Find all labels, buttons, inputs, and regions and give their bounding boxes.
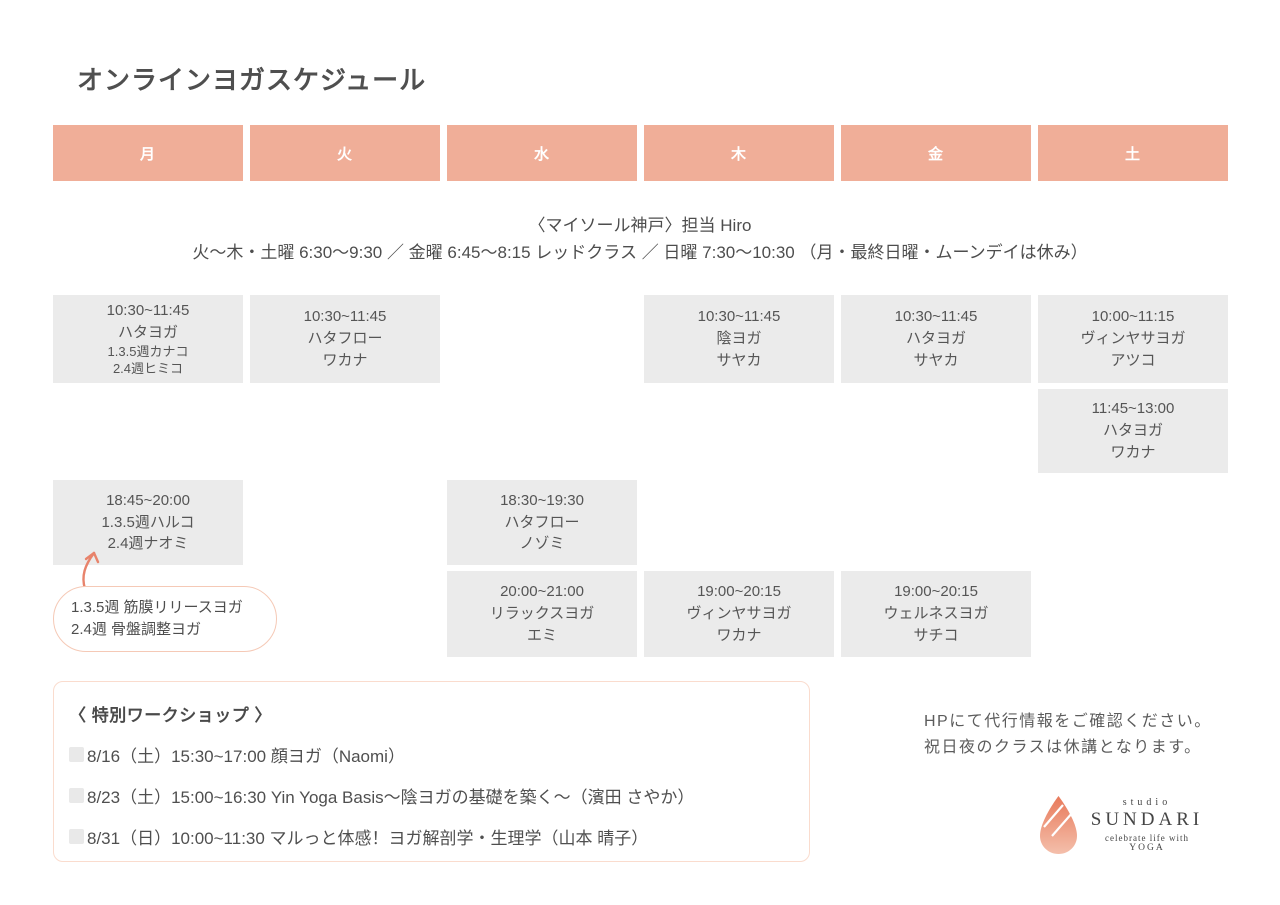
class-teacher: 2.4週ナオミ [107, 535, 189, 553]
class-name: ハタフロー [307, 330, 383, 348]
class-card-fri-morning: 10:30~11:45 ハタヨガ サヤカ [841, 295, 1031, 383]
day-header-wed: 水 [447, 125, 637, 181]
class-teacher: 2.4週ヒミコ [112, 360, 184, 376]
class-teacher: サチコ [913, 626, 959, 644]
class-card-tue-morning: 10:30~11:45 ハタフロー ワカナ [250, 295, 440, 383]
workshop-item: 8/23（土）15:00~16:30 Yin Yoga Basis〜陰ヨガの基礎… [69, 783, 809, 808]
studio-sundari-logo: studio SUNDARI celebrate life with YOGA [1040, 796, 1207, 854]
class-card-thu-evening: 19:00~20:15 ヴィンヤサヨガ ワカナ [644, 571, 834, 657]
class-card-thu-morning: 10:30~11:45 陰ヨガ サヤカ [644, 295, 834, 383]
logo-studio-label: studio [1122, 797, 1172, 808]
class-card-mon-morning: 10:30~11:45 ハタヨガ 1.3.5週カナコ 2.4週ヒミコ [53, 295, 243, 383]
class-name: リラックスヨガ [489, 605, 595, 623]
class-time: 10:30~11:45 [106, 302, 190, 320]
monday-evening-annotation: 1.3.5週 筋膜リリースヨガ 2.4週 骨盤調整ヨガ [53, 586, 277, 652]
class-time: 10:30~11:45 [303, 308, 387, 326]
workshop-item-text: 8/16（土）15:30~17:00 顔ヨガ（Naomi） [87, 747, 405, 766]
day-header-thu: 木 [644, 125, 834, 181]
class-teacher: エミ [526, 626, 557, 644]
curved-arrow-icon [82, 551, 100, 591]
workshop-item-text: 8/31（日）10:00~11:30 マルっと体感！ヨガ解剖学・生理学（山本 晴… [87, 829, 649, 848]
hp-note-line1: HPにて代行情報をご確認ください。 [924, 713, 1212, 730]
day-header-tue: 火 [250, 125, 440, 181]
class-teacher: ワカナ [1110, 443, 1156, 461]
class-card-sat-morning: 10:00~11:15 ヴィンヤサヨガ アツコ [1038, 295, 1228, 383]
square-bullet-icon [69, 829, 84, 844]
class-time: 10:00~11:15 [1091, 308, 1175, 326]
workshop-item-text: 8/23（土）15:00~16:30 Yin Yoga Basis〜陰ヨガの基礎… [87, 788, 695, 807]
class-teacher: ワカナ [322, 351, 368, 369]
workshop-title: 〈 特別ワークショップ 〉 [69, 706, 272, 725]
square-bullet-icon [69, 788, 84, 803]
day-header-sat: 土 [1038, 125, 1228, 181]
class-card-wed-evening-1: 18:30~19:30 ハタフロー ノゾミ [447, 480, 637, 565]
day-label: 火 [336, 145, 353, 163]
lotus-drop-icon [1040, 796, 1077, 854]
day-label: 月 [139, 145, 156, 163]
annotation-line1: 1.3.5週 筋膜リリースヨガ [71, 598, 243, 616]
class-teacher: 1.3.5週ハルコ [101, 513, 195, 531]
logo-text: studio SUNDARI celebrate life with YOGA [1087, 797, 1207, 853]
class-teacher: サヤカ [716, 351, 762, 369]
class-card-wed-evening-2: 20:00~21:00 リラックスヨガ エミ [447, 571, 637, 657]
class-name: ハタフロー [504, 513, 580, 531]
page-title: オンラインヨガスケジュール [77, 65, 427, 95]
class-teacher: アツコ [1110, 351, 1156, 369]
class-name: ハタヨガ [905, 330, 966, 348]
workshop-item: 8/16（土）15:30~17:00 顔ヨガ（Naomi） [69, 742, 809, 767]
day-label: 金 [927, 145, 944, 163]
class-card-fri-evening: 19:00~20:15 ウェルネスヨガ サチコ [841, 571, 1031, 657]
day-header-mon: 月 [53, 125, 243, 181]
logo-tagline2: YOGA [1129, 843, 1165, 853]
class-card-mon-evening: 18:45~20:00 1.3.5週ハルコ 2.4週ナオミ [53, 480, 243, 565]
class-time: 11:45~13:00 [1091, 400, 1175, 418]
mysore-note: 〈マイソール神戸〉担当 Hiro 火〜木・土曜 6:30〜9:30 ／ 金曜 6… [0, 213, 1280, 267]
mysore-note-line2: 火〜木・土曜 6:30〜9:30 ／ 金曜 6:45〜8:15 レッドクラス ／… [192, 242, 1088, 262]
mysore-note-line1: 〈マイソール神戸〉担当 Hiro [528, 216, 752, 235]
class-name: 陰ヨガ [716, 330, 762, 348]
day-label: 木 [730, 145, 747, 163]
class-time: 20:00~21:00 [500, 583, 584, 601]
annotation-line2: 2.4週 骨盤調整ヨガ [71, 621, 202, 638]
day-label: 土 [1124, 145, 1141, 163]
hp-notes: HPにて代行情報をご確認ください。 祝日夜のクラスは休講となります。 [924, 709, 1212, 761]
class-time: 19:00~20:15 [697, 583, 781, 601]
class-teacher: サヤカ [913, 351, 959, 369]
logo-tagline1: celebrate life with [1105, 833, 1189, 843]
class-teacher: 1.3.5週カナコ [107, 343, 189, 359]
class-time: 18:45~20:00 [106, 491, 190, 509]
class-card-sat-midday: 11:45~13:00 ハタヨガ ワカナ [1038, 389, 1228, 473]
class-time: 19:00~20:15 [894, 583, 978, 601]
square-bullet-icon [69, 747, 84, 762]
class-teacher: ノゾミ [519, 535, 565, 553]
hp-note-line2: 祝日夜のクラスは休講となります。 [924, 738, 1202, 756]
class-name: ヴィンヤサヨガ [1080, 330, 1186, 348]
class-time: 10:30~11:45 [697, 308, 781, 326]
day-header-fri: 金 [841, 125, 1031, 181]
class-time: 18:30~19:30 [500, 491, 584, 509]
logo-name-label: SUNDARI [1090, 809, 1204, 830]
class-name: ハタヨガ [117, 324, 178, 342]
class-name: ウェルネスヨガ [883, 605, 989, 623]
special-workshop-box: 〈 特別ワークショップ 〉 8/16（土）15:30~17:00 顔ヨガ（Nao… [53, 681, 810, 862]
class-teacher: ワカナ [716, 626, 762, 644]
class-name: ハタヨガ [1102, 422, 1163, 440]
class-time: 10:30~11:45 [894, 308, 978, 326]
workshop-item: 8/31（日）10:00~11:30 マルっと体感！ヨガ解剖学・生理学（山本 晴… [69, 824, 809, 849]
class-name: ヴィンヤサヨガ [686, 605, 792, 623]
day-label: 水 [533, 145, 550, 163]
